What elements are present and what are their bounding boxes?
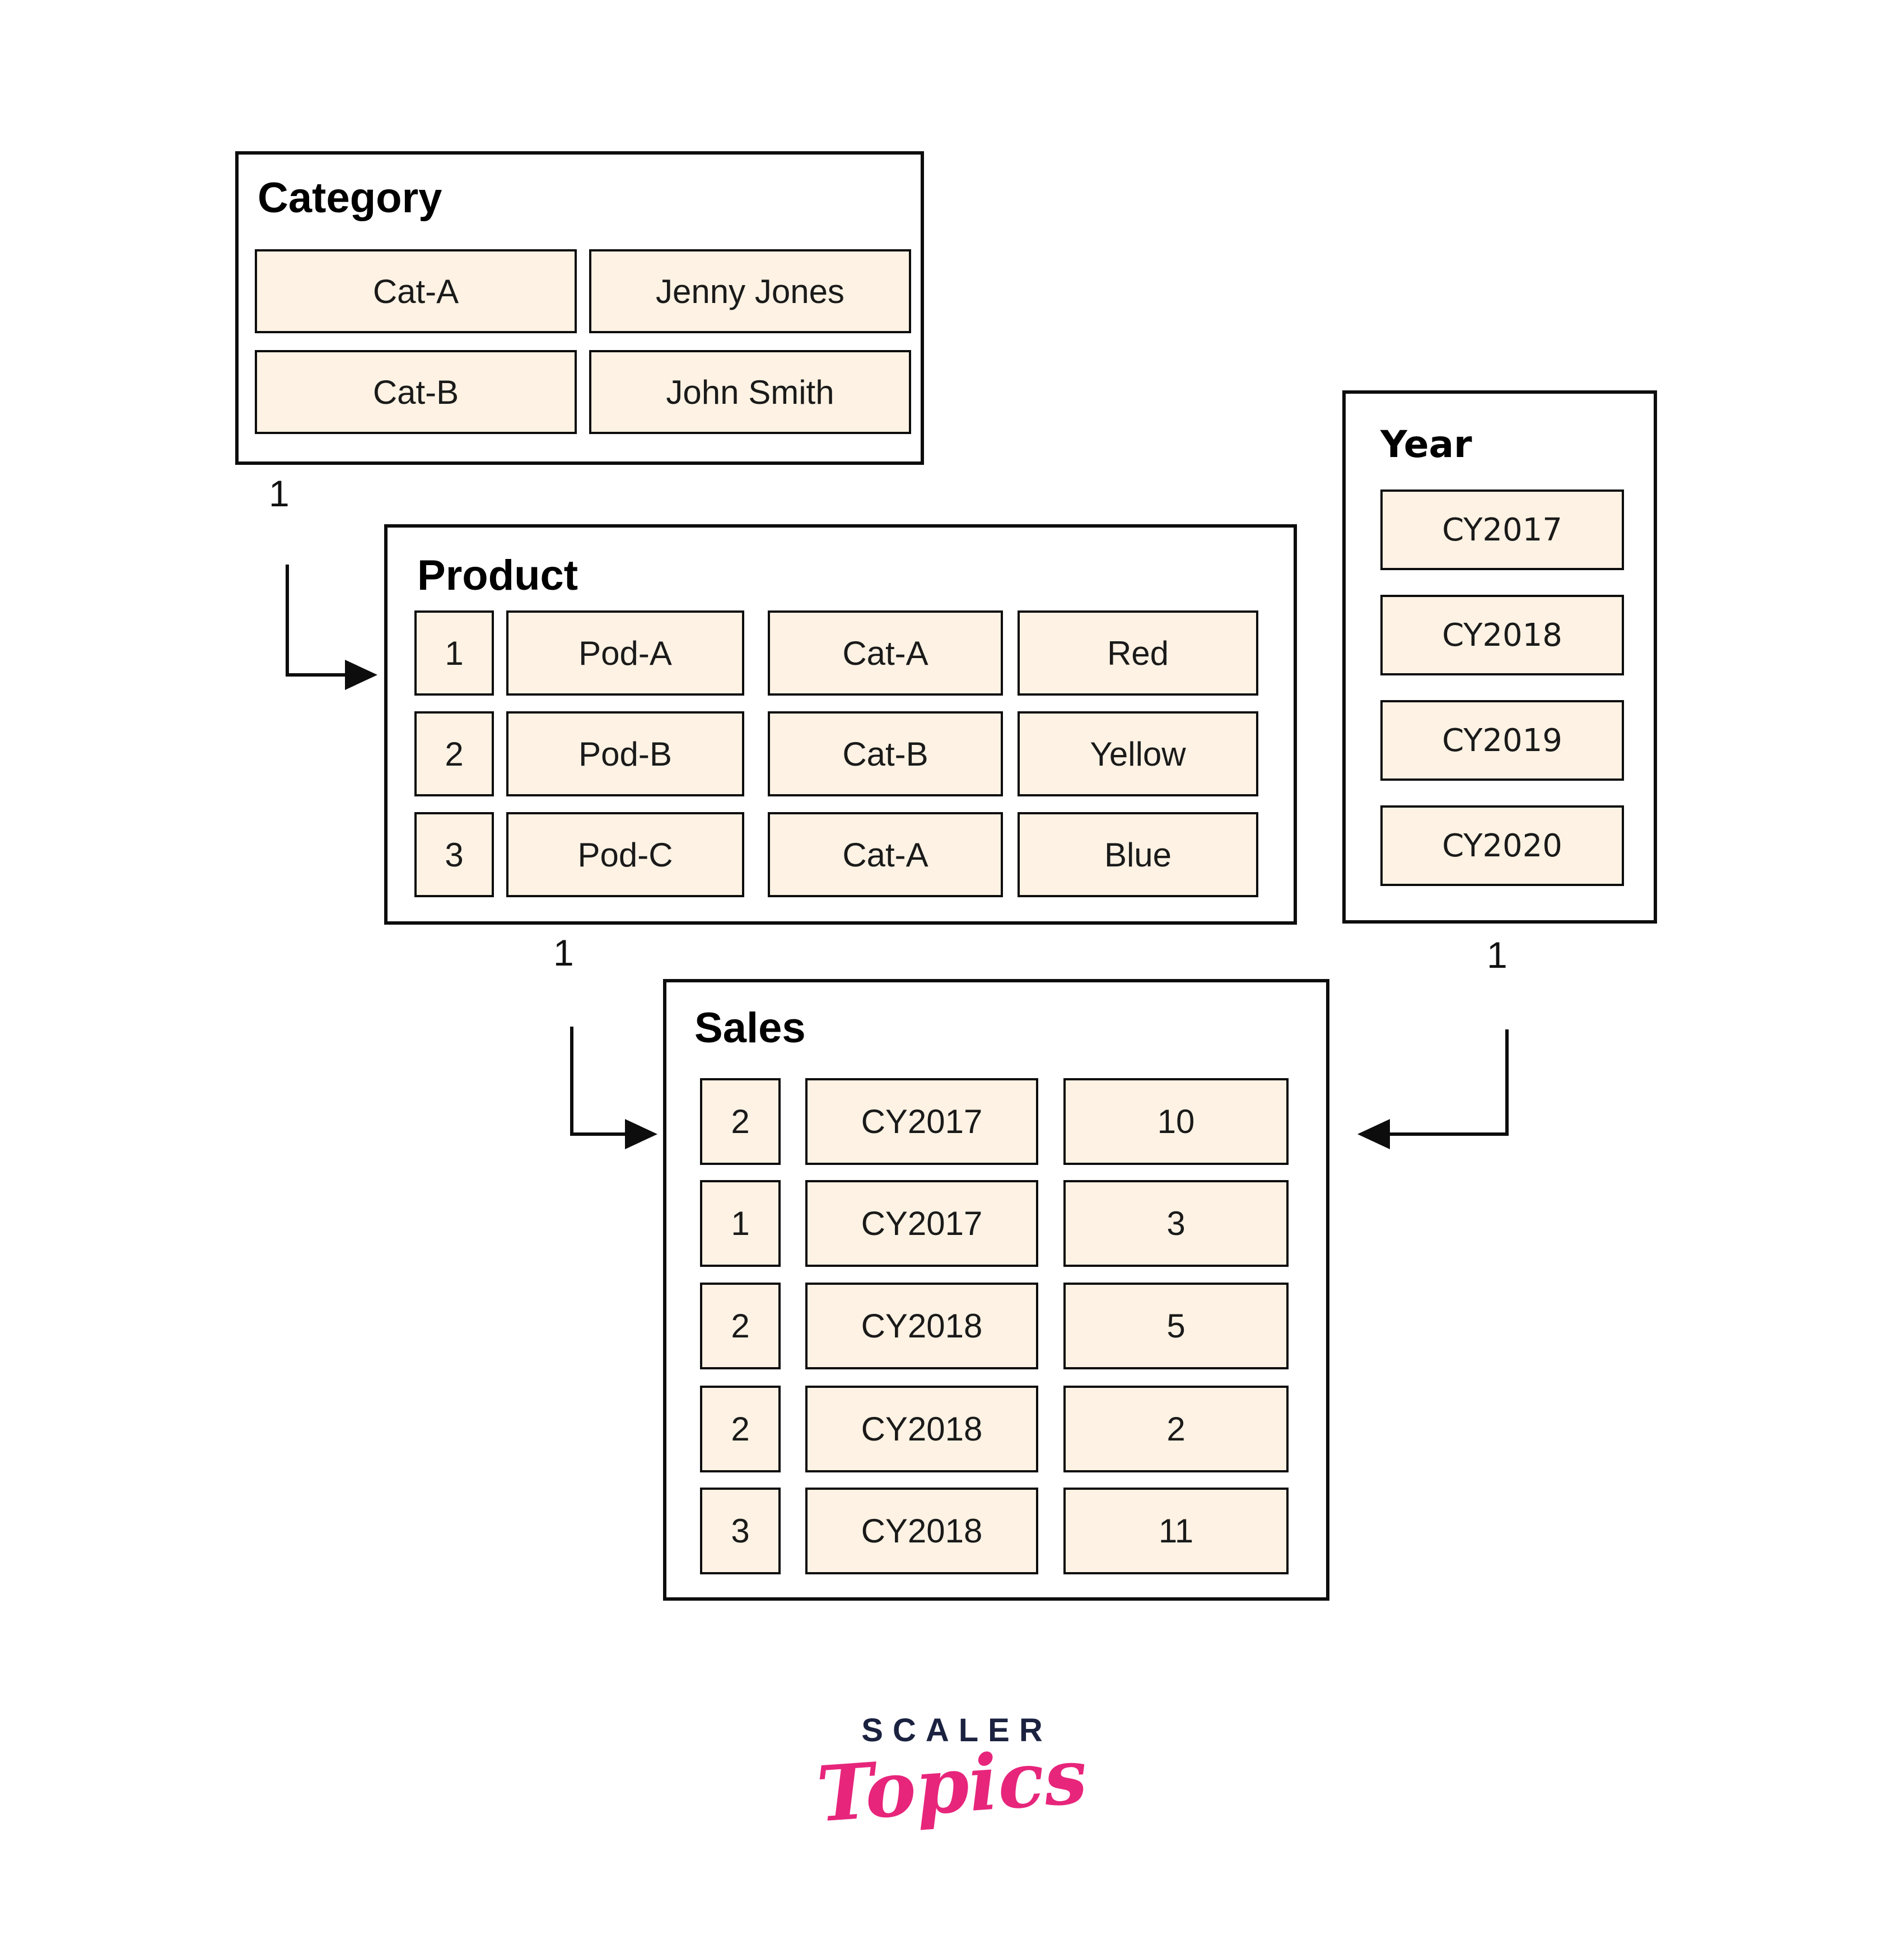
table-cell: CY2017	[805, 1180, 1038, 1267]
table-cell: Red	[1018, 610, 1258, 696]
cardinality-label: 1	[269, 473, 290, 514]
scaler-topics-logo: SCALER Topics	[728, 1712, 1176, 1840]
category-table-title: Category	[258, 174, 442, 222]
table-cell: Cat-A	[768, 610, 1003, 696]
arrowhead-left-icon	[1357, 1119, 1390, 1149]
logo-wordmark: SCALER	[861, 1712, 1052, 1749]
sales-table-title: Sales	[694, 1004, 806, 1052]
table-cell: 2	[700, 1283, 781, 1369]
table-cell: 10	[1063, 1078, 1289, 1165]
table-cell: Jenny Jones	[589, 249, 911, 333]
year-table: Year CY2017 CY2018 CY2019 CY2020	[1342, 390, 1657, 924]
table-row: 2 CY2018 5	[700, 1283, 1289, 1369]
table-cell: Pod-C	[506, 812, 744, 897]
table-cell: Cat-B	[768, 711, 1003, 796]
table-cell: Cat-B	[255, 350, 577, 434]
category-table: Category Cat-A Jenny Jones Cat-B John Sm…	[235, 151, 924, 465]
category-product-arrow-horizontal-line	[286, 673, 346, 677]
table-cell: 2	[1063, 1386, 1289, 1472]
table-cell: CY2018	[805, 1488, 1038, 1574]
product-sales-arrow-vertical-line	[570, 1027, 573, 1136]
table-cell: Pod-A	[506, 610, 744, 696]
table-cell: 5	[1063, 1283, 1289, 1369]
table-cell: CY2018	[805, 1386, 1038, 1472]
table-cell: CY2017	[1380, 489, 1624, 570]
table-cell: Yellow	[1018, 711, 1258, 796]
table-cell: 3	[414, 812, 494, 897]
table-cell: John Smith	[589, 350, 911, 434]
table-cell: 2	[700, 1386, 781, 1472]
table-cell: 2	[700, 1078, 781, 1165]
table-row: 3 CY2018 11	[700, 1488, 1289, 1574]
table-row: 2 CY2017 10	[700, 1078, 1289, 1165]
table-row: Cat-A Jenny Jones	[255, 249, 919, 333]
table-cell: Pod-B	[506, 711, 744, 796]
table-cell: 3	[700, 1488, 781, 1574]
table-cell: CY2018	[805, 1283, 1038, 1369]
table-row: Cat-B John Smith	[255, 350, 919, 434]
table-cell: CY2019	[1380, 700, 1624, 781]
sales-table: Sales 2 CY2017 10 1 CY2017 3 2 CY2018 5 …	[663, 979, 1329, 1601]
table-row: 2 Pod-B Cat-B Yellow	[414, 711, 1258, 796]
cardinality-label: 1	[553, 932, 574, 973]
year-table-title: Year	[1380, 423, 1472, 466]
table-cell: 1	[414, 610, 494, 696]
table-cell: Cat-A	[768, 812, 1003, 897]
arrowhead-right-icon	[625, 1119, 657, 1149]
table-cell: 1	[700, 1180, 781, 1267]
table-cell: Cat-A	[255, 249, 577, 333]
product-table: Product 1 Pod-A Cat-A Red 2 Pod-B Cat-B …	[384, 524, 1297, 925]
table-cell: 11	[1063, 1488, 1289, 1574]
table-cell: 3	[1063, 1180, 1289, 1267]
table-row: 3 Pod-C Cat-A Blue	[414, 812, 1258, 897]
table-cell: CY2020	[1380, 805, 1624, 886]
table-cell: 2	[414, 711, 494, 796]
year-sales-arrow-vertical-line	[1505, 1029, 1509, 1136]
cardinality-label: 1	[1487, 934, 1508, 976]
category-product-arrow-vertical-line	[286, 565, 289, 677]
table-row: 1 Pod-A Cat-A Red	[414, 610, 1258, 696]
table-row: 2 CY2018 2	[700, 1386, 1289, 1472]
table-cell: CY2017	[805, 1078, 1038, 1165]
table-cell: Blue	[1018, 812, 1258, 897]
year-sales-arrow-horizontal-line	[1390, 1132, 1509, 1136]
product-sales-arrow-horizontal-line	[570, 1132, 626, 1136]
table-cell: CY2018	[1380, 595, 1624, 675]
arrowhead-right-icon	[345, 660, 377, 690]
product-table-title: Product	[417, 552, 578, 599]
table-row: 1 CY2017 3	[700, 1180, 1289, 1267]
